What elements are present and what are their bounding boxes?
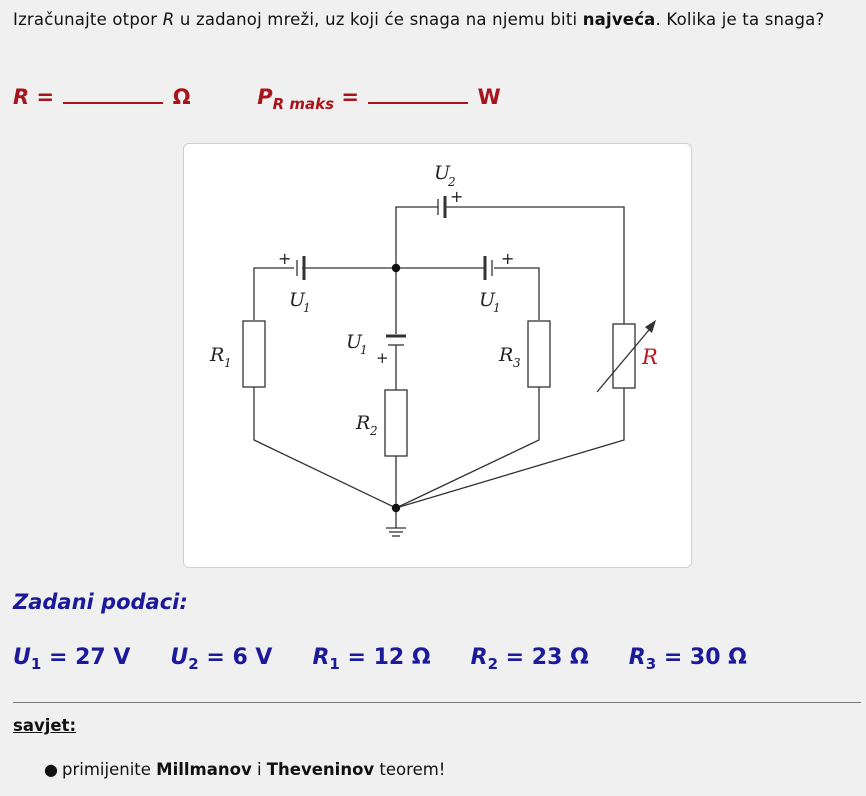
label-U1-mid-plus: +: [376, 349, 389, 367]
label-R3-sub: 3: [513, 356, 521, 370]
label-U2-plus: +: [450, 187, 463, 206]
label-R2-sub: 2: [369, 424, 378, 438]
given-item-R3: R3 = 30 Ω: [629, 645, 747, 673]
answer-P-sub: R maks: [272, 95, 335, 113]
question-part1: Izračunajte otpor: [13, 10, 163, 29]
label-U1-right-sub: 1: [493, 301, 501, 315]
question-R: R: [162, 10, 175, 29]
answer-R-label: R: [13, 85, 30, 109]
answer-P-unit: W: [477, 85, 501, 109]
answer-P-label: P: [257, 85, 273, 109]
hint-bold2: Theveninov: [266, 760, 375, 779]
given-sym: R: [312, 645, 330, 670]
given-item-U1: U1 = 27 V: [13, 645, 130, 673]
hint-text1: primijenite: [62, 760, 157, 779]
hint-list: ●primijenite Millmanov i Theveninov teor…: [44, 760, 445, 779]
label-R-variable: R: [641, 345, 658, 369]
hint-bold1: Millmanov: [156, 760, 252, 779]
answer-line: R = Ω PR maks = W: [13, 84, 501, 113]
answer-R-unit: Ω: [172, 85, 191, 109]
answer-R-blank[interactable]: [63, 84, 164, 104]
answer-P-blank[interactable]: [368, 84, 469, 104]
question-part2: u zadanoj mreži, uz koji će snaga na nje…: [174, 10, 583, 29]
label-U2: U: [434, 162, 451, 184]
circuit-figure: U 2 + + U 1 + U 1 U 1 + R 1 R 2 R 3 R: [183, 143, 692, 568]
question-part3: . Kolika je ta snaga?: [655, 10, 825, 29]
given-sub: 1: [30, 655, 42, 673]
given-sym: U: [13, 645, 31, 670]
hint-text2: i: [251, 760, 267, 779]
given-item-U2: U2 = 6 V: [170, 645, 272, 673]
label-R2: R: [355, 412, 370, 434]
given-value: = 27 V: [48, 645, 131, 670]
given-sub: 2: [188, 655, 199, 673]
given-item-R2: R2 = 23 Ω: [471, 645, 589, 673]
divider: [13, 702, 861, 703]
given-value: = 23 Ω: [505, 645, 589, 670]
label-R1: R: [209, 344, 224, 366]
given-sub: 3: [645, 655, 657, 673]
given-value: = 12 Ω: [347, 645, 431, 670]
given-sym: U: [170, 645, 189, 670]
bullet-icon: ●: [44, 760, 58, 779]
label-U2-sub: 2: [447, 175, 456, 189]
given-value: = 6 V: [206, 645, 273, 670]
question-text: Izračunajte otpor R u zadanoj mreži, uz …: [13, 8, 861, 32]
given-sym: R: [628, 645, 646, 670]
answer-R-eq: =: [36, 85, 55, 109]
given-item-R1: R1 = 12 Ω: [312, 645, 430, 673]
hint-label: savjet:: [13, 716, 77, 735]
label-U1-right: U: [479, 289, 496, 311]
label-U1-left: U: [289, 289, 306, 311]
given-sym: R: [470, 645, 488, 670]
given-sub: 1: [329, 655, 340, 673]
label-U1-left-plus: +: [278, 249, 291, 268]
given-sub: 2: [487, 655, 498, 673]
label-U1-left-sub: 1: [303, 301, 311, 315]
label-U1-mid: U: [346, 331, 363, 353]
label-R1-sub: 1: [224, 356, 232, 370]
circuit-diagram: U 2 + + U 1 + U 1 U 1 + R 1 R 2 R 3 R: [209, 162, 658, 537]
label-R3: R: [498, 344, 513, 366]
answer-P-eq: =: [341, 85, 359, 109]
label-U1-right-plus: +: [501, 249, 514, 268]
given-value: = 30 Ω: [663, 645, 747, 670]
question-bold: najveća: [582, 10, 656, 29]
label-U1-mid-sub: 1: [360, 343, 368, 357]
given-title: Zadani podaci:: [13, 590, 188, 614]
hint-text3: teorem!: [374, 760, 446, 779]
